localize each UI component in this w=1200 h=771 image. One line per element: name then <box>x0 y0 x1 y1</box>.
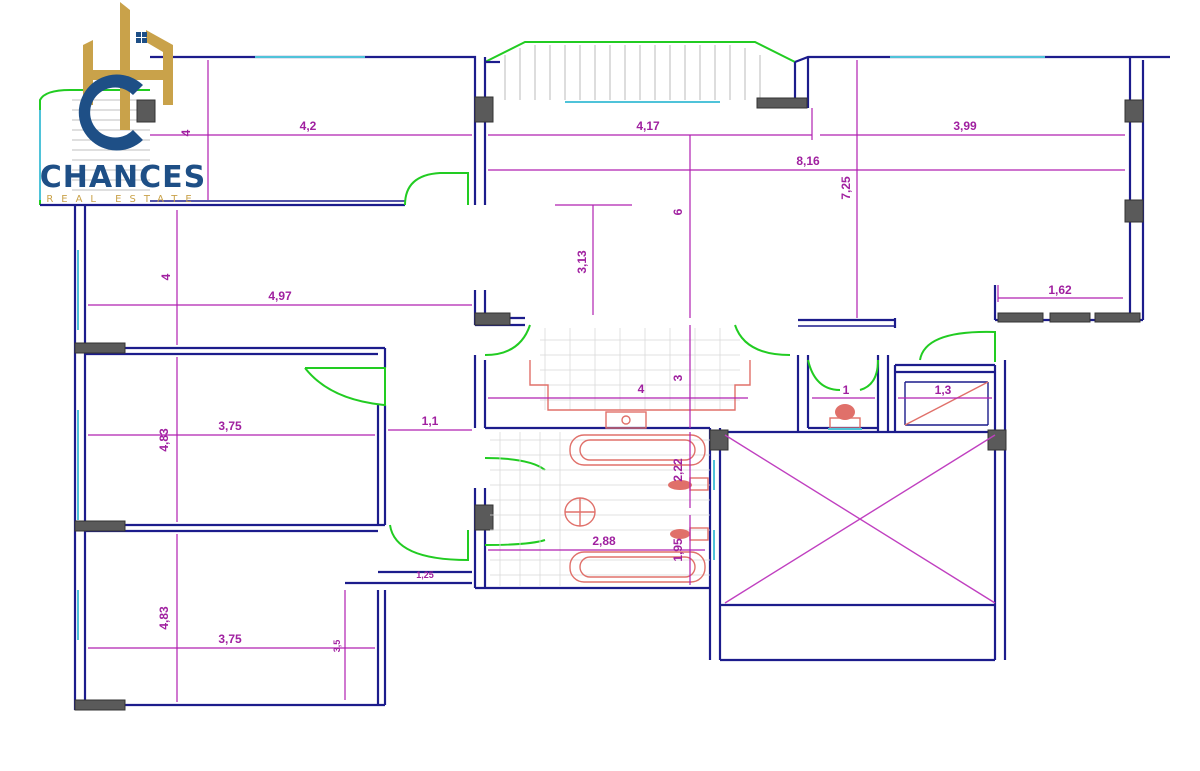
chances-logo: CHANCES REAL ESTATE <box>28 0 218 210</box>
dim-living-width: 8,16 <box>796 154 820 168</box>
structural-columns <box>74 96 1144 711</box>
dim-small-closet: 3,5 <box>332 640 342 653</box>
dim-reception-width: 4,97 <box>268 289 292 303</box>
dim-top-left-width: 4,2 <box>300 119 317 133</box>
dim-bedroom3-depth: 4,83 <box>157 606 171 630</box>
dimension-labels: 4 4,2 4,17 3,99 8,16 6 7,25 3,13 4 4,97 … <box>157 119 1072 652</box>
dim-living-depth: 6 <box>671 208 685 215</box>
dimension-lines <box>88 60 1125 702</box>
bay-window <box>484 41 796 103</box>
dim-right-nook: 1,62 <box>1048 283 1072 297</box>
brand-tagline: REAL ESTATE <box>46 194 200 205</box>
dim-bedroom3-width: 3,75 <box>218 632 242 646</box>
house-building-logo-icon <box>78 2 173 151</box>
hall-floor-tiles <box>490 328 751 586</box>
brand-name: CHANCES <box>39 160 207 195</box>
dim-hall-width: 4 <box>638 382 645 396</box>
dim-bath-width: 2,88 <box>592 534 616 548</box>
dim-corridor-width: 1,1 <box>422 414 439 428</box>
dim-dining-depth: 3,13 <box>575 250 589 274</box>
dim-bedroom2-width: 3,75 <box>218 419 242 433</box>
dim-reception-depth: 4 <box>159 273 173 280</box>
dim-bath1-depth: 2,22 <box>671 458 685 482</box>
dim-center-width: 4,17 <box>636 119 660 133</box>
dim-wc-width: 1 <box>843 383 850 397</box>
storage-and-shaft <box>724 381 996 604</box>
dim-top-right-width: 3,99 <box>953 119 977 133</box>
dim-top-left-height: 4 <box>179 129 193 136</box>
dim-right-depth: 7,25 <box>839 176 853 200</box>
bathroom-fixtures <box>564 404 862 583</box>
dim-hall-depth: 3 <box>671 374 685 381</box>
dim-bath2-depth: 1,95 <box>671 538 685 562</box>
dim-small-niche: 1,25 <box>416 570 434 580</box>
walls <box>73 55 1170 710</box>
dim-bedroom2-depth: 4,83 <box>157 428 171 452</box>
doors <box>304 172 996 562</box>
dim-storage-width: 1,3 <box>935 383 952 397</box>
